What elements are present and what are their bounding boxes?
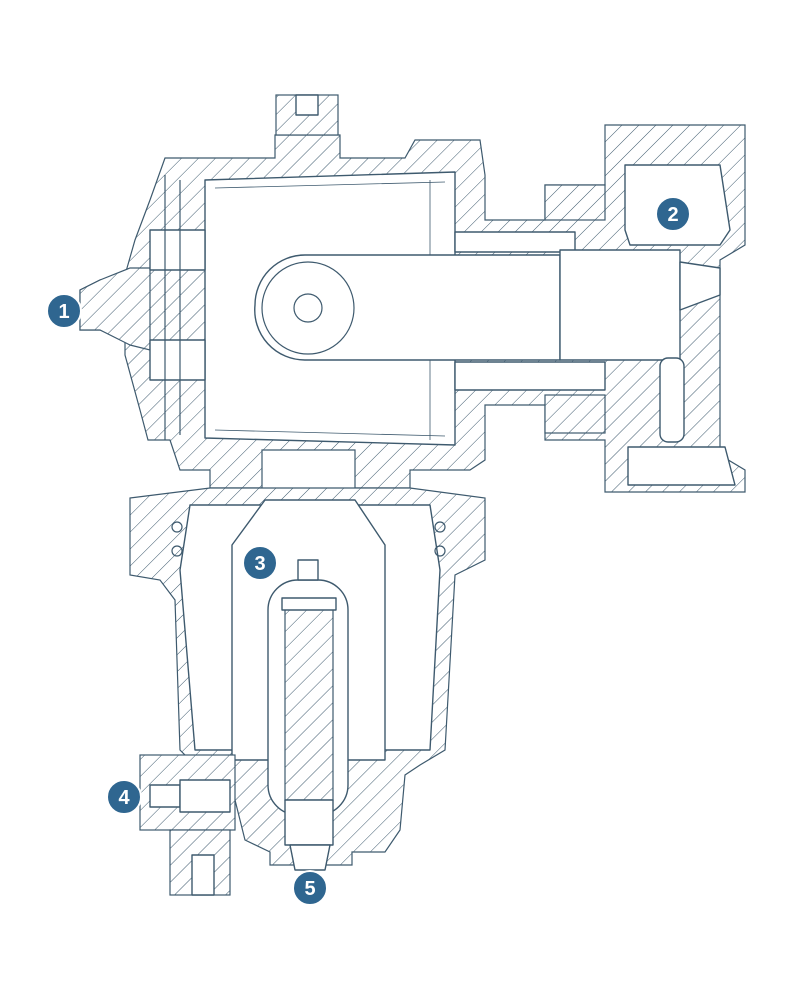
callout-4-label: 4 bbox=[118, 787, 130, 809]
filter-screen bbox=[284, 604, 334, 801]
callout-5-label: 5 bbox=[304, 878, 315, 900]
callout-2-label: 2 bbox=[667, 204, 678, 226]
rotary-plug bbox=[254, 254, 561, 361]
lower-housing bbox=[129, 487, 486, 896]
callout-1-label: 1 bbox=[58, 301, 69, 323]
callout-4: 4 bbox=[106, 779, 142, 815]
callout-1: 1 bbox=[46, 293, 82, 329]
callout-5: 5 bbox=[292, 870, 328, 906]
callout-2: 2 bbox=[655, 196, 691, 232]
port-1-inlet bbox=[79, 267, 151, 351]
port-5-outlet bbox=[289, 844, 331, 871]
callout-3-label: 3 bbox=[254, 553, 265, 575]
upper-valve-body bbox=[79, 94, 746, 493]
callout-3: 3 bbox=[242, 545, 278, 581]
